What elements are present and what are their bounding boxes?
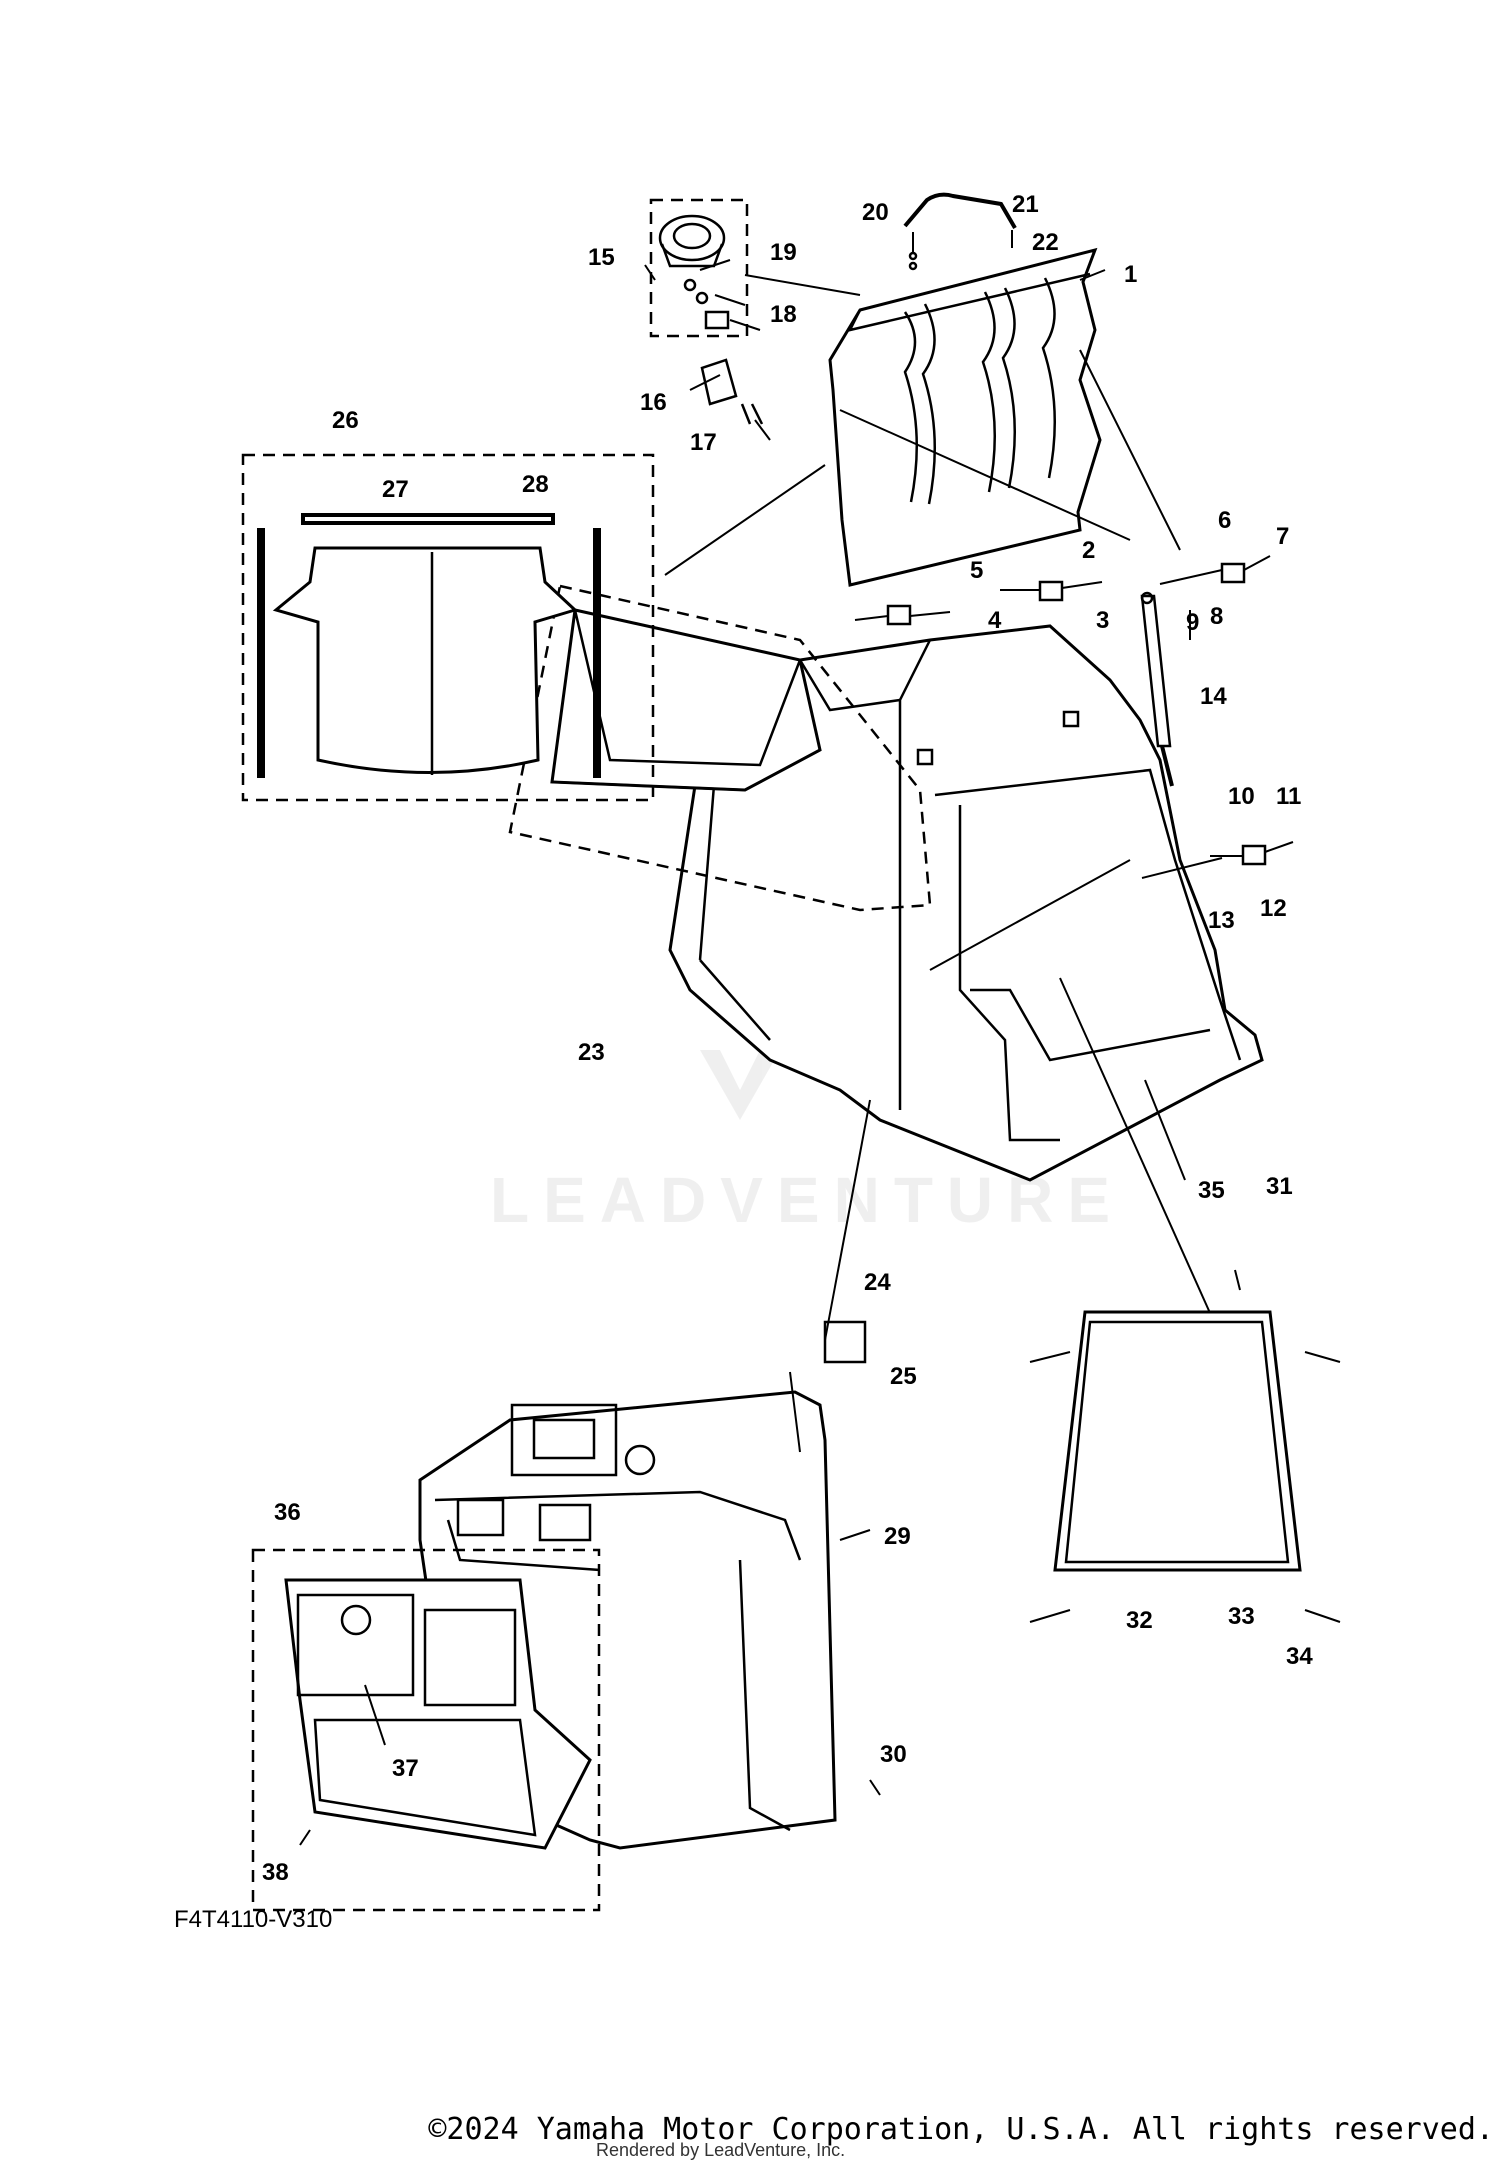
callout-17: 17 xyxy=(690,429,717,456)
callout-37: 37 xyxy=(392,1755,419,1782)
rendered-by-credit: Rendered by LeadVenture, Inc. xyxy=(596,2140,846,2160)
callout-22: 22 xyxy=(1032,229,1059,256)
callout-3: 3 xyxy=(1096,607,1109,634)
callout-19: 19 xyxy=(770,239,797,266)
diagram-code: F4T4110-V310 xyxy=(174,1906,333,1933)
callout-36: 36 xyxy=(274,1499,301,1526)
callout-9: 9 xyxy=(1186,609,1199,636)
callout-2: 2 xyxy=(1082,537,1095,564)
callout-27: 27 xyxy=(382,476,409,503)
callout-34: 34 xyxy=(1286,1643,1313,1670)
callout-14: 14 xyxy=(1200,683,1227,710)
callout-15: 15 xyxy=(588,244,615,271)
rear-window-panel xyxy=(1029,1310,1341,1623)
cab-enclosure xyxy=(668,624,1264,1182)
callout-29: 29 xyxy=(884,1523,911,1550)
front-panel-assembly xyxy=(251,1548,601,1912)
callout-7: 7 xyxy=(1276,523,1289,550)
callout-5: 5 xyxy=(970,557,983,584)
windshield-bracket-assembly xyxy=(508,584,932,1364)
callout-25: 25 xyxy=(890,1363,917,1390)
callout-10: 10 xyxy=(1228,783,1255,810)
callout-13: 13 xyxy=(1208,907,1235,934)
copyright-notice: ©2024 Yamaha Motor Corporation, U.S.A. A… xyxy=(428,2112,1494,2147)
callout-12: 12 xyxy=(1260,895,1287,922)
callout-1: 1 xyxy=(1124,261,1137,288)
roof-panel xyxy=(828,247,1102,587)
grab-handle xyxy=(903,192,1017,271)
callout-8: 8 xyxy=(1210,603,1223,630)
windshield-kit xyxy=(241,453,655,802)
callout-38: 38 xyxy=(262,1859,289,1886)
callout-6: 6 xyxy=(1218,507,1231,534)
callout-33: 33 xyxy=(1228,1603,1255,1630)
callout-21: 21 xyxy=(1012,191,1039,218)
callout-35: 35 xyxy=(1198,1177,1225,1204)
callout-18: 18 xyxy=(770,301,797,328)
callout-26: 26 xyxy=(332,407,359,434)
callout-20: 20 xyxy=(862,199,889,226)
watermark-logo: LEADVENTURE xyxy=(490,950,1124,1236)
callout-11: 11 xyxy=(1276,783,1301,810)
callout-23: 23 xyxy=(578,1039,605,1066)
callout-31: 31 xyxy=(1266,1173,1293,1200)
gas-strut xyxy=(1140,591,1174,787)
callout-28: 28 xyxy=(522,471,549,498)
callout-16: 16 xyxy=(640,389,667,416)
callout-labels: 1 2 3 4 5 6 7 8 9 10 11 12 13 14 15 16 1… xyxy=(262,191,1313,1886)
callout-32: 32 xyxy=(1126,1607,1153,1634)
hinge-hardware xyxy=(854,555,1294,866)
leader-lines xyxy=(299,259,1241,1846)
callout-30: 30 xyxy=(880,1741,907,1768)
watermark-text: LEADVENTURE xyxy=(490,1164,1124,1236)
callout-24: 24 xyxy=(864,1269,891,1296)
seat-cushion-assembly xyxy=(649,198,764,425)
callout-4: 4 xyxy=(988,607,1002,634)
